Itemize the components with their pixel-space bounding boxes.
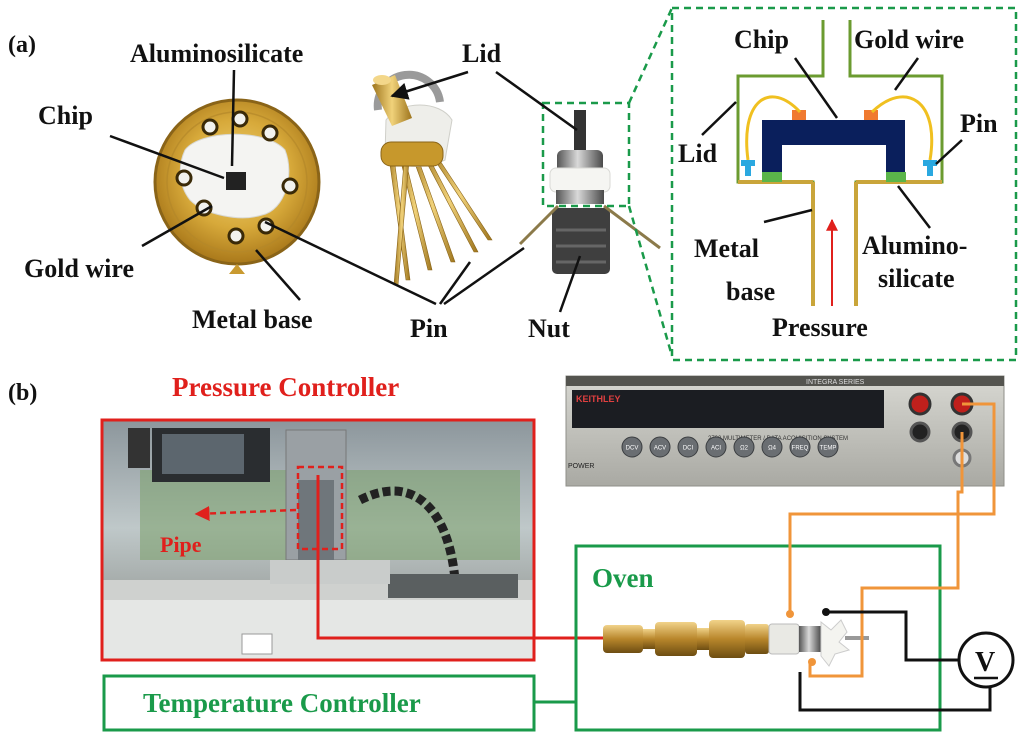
panel-b-label: (b) xyxy=(8,380,37,406)
multimeter-button-5 xyxy=(761,436,783,458)
schematic-label-alumino: Alumino- xyxy=(862,231,967,260)
schematic-label-base: base xyxy=(726,277,775,306)
black-lead-top xyxy=(826,610,958,662)
multimeter-button-0 xyxy=(621,436,643,458)
header-top-photo xyxy=(153,98,321,274)
valve-highlight-box xyxy=(296,465,344,551)
panel-a-label: (a) xyxy=(8,32,36,58)
multimeter-button-label: TEMP xyxy=(820,446,837,452)
multimeter-button-row: DCV ACV DCI ACI Ω2 Ω4 FREQ TEMP xyxy=(621,436,839,458)
orange-lead-2 xyxy=(808,432,964,678)
schematic-label-pin: Pin xyxy=(960,109,998,138)
oven-label: Oven xyxy=(592,563,654,593)
leader-pin-1 xyxy=(264,220,437,306)
multimeter-button-label: DCI xyxy=(683,446,694,452)
zoom-connector-bottom xyxy=(627,205,674,357)
pressure-controller-title: Pressure Controller xyxy=(172,372,399,402)
label-pin: Pin xyxy=(410,314,448,343)
multimeter-button-label: ACV xyxy=(654,446,666,452)
pressure-controller-frame xyxy=(100,418,536,662)
leader-chip xyxy=(109,134,225,180)
multimeter-button-2 xyxy=(677,436,699,458)
leader-lid-left xyxy=(390,70,469,100)
multimeter-button-label: Ω2 xyxy=(740,446,748,452)
multimeter-series: INTEGRA SERIES xyxy=(806,379,865,386)
orange-lead-1 xyxy=(788,402,996,612)
schematic-leader-gold-wire xyxy=(893,57,920,91)
multimeter-brand: KEITHLEY xyxy=(576,394,621,404)
label-metal-base: Metal base xyxy=(192,305,313,334)
schematic-label-lid: Lid xyxy=(678,139,718,168)
multimeter-button-7 xyxy=(817,436,839,458)
multimeter-button-4 xyxy=(733,436,755,458)
black-lead-contact xyxy=(822,608,830,616)
pressure-pipe-line xyxy=(316,475,605,640)
multimeter-button-1 xyxy=(649,436,671,458)
leader-nut xyxy=(558,255,582,313)
pressure-controller-photo xyxy=(102,420,534,660)
schematic-label-gold-wire: Gold wire xyxy=(854,25,964,54)
leader-pin-3 xyxy=(443,246,525,306)
multimeter-button-label: Ω4 xyxy=(768,446,776,452)
schematic-label-metal: Metal xyxy=(694,234,759,263)
voltmeter-symbol: V xyxy=(957,631,1015,689)
schematic-label-pressure: Pressure xyxy=(772,313,868,342)
lid-pins-photo xyxy=(372,70,493,286)
multimeter-button-label: ACI xyxy=(711,446,721,452)
leader-aluminosilicate xyxy=(230,69,236,167)
sensor-nut-photo xyxy=(518,110,661,274)
multimeter-button-label: FREQ xyxy=(792,446,809,452)
sensor-schematic xyxy=(736,20,944,306)
fitting-assembly-photo xyxy=(603,619,869,667)
schematic-frame xyxy=(670,6,1018,362)
label-nut: Nut xyxy=(528,314,570,343)
label-aluminosilicate: Aluminosilicate xyxy=(130,39,303,68)
zoom-connector-top xyxy=(627,7,674,104)
orange-lead-1-contact xyxy=(786,610,794,618)
oven-frame xyxy=(574,544,942,732)
schematic-leader-pin xyxy=(935,139,963,165)
schematic-label-chip: Chip xyxy=(734,25,789,54)
leader-lid-right xyxy=(495,70,578,132)
multimeter-button-label: DCV xyxy=(626,446,639,452)
voltmeter-letter: V xyxy=(975,647,995,678)
label-chip: Chip xyxy=(38,101,93,130)
temperature-controller-label: Temperature Controller xyxy=(143,688,421,718)
schematic-leader-lid xyxy=(701,101,737,136)
multimeter-power-label: POWER xyxy=(568,463,594,470)
multimeter-button-6 xyxy=(789,436,811,458)
leader-pin-2 xyxy=(438,261,472,305)
leader-gold-wire xyxy=(141,204,213,248)
multimeter-button-3 xyxy=(705,436,727,458)
zoom-region-box xyxy=(541,101,631,208)
pipe-arrow xyxy=(194,505,297,521)
schematic-leader-alumino xyxy=(897,185,931,229)
orange-lead-2-contact xyxy=(808,658,816,666)
schematic-leader-metal-base xyxy=(763,208,813,224)
label-gold-wire: Gold wire xyxy=(24,254,134,283)
pipe-label: Pipe xyxy=(160,532,202,557)
leader-metal-base xyxy=(255,249,301,301)
schematic-label-silicate: silicate xyxy=(878,264,955,293)
schematic-leader-chip xyxy=(793,57,839,119)
label-lid: Lid xyxy=(462,39,502,68)
multimeter-photo: KEITHLEY INTEGRA SERIES 2700 MULTIMETER … xyxy=(565,375,1005,487)
